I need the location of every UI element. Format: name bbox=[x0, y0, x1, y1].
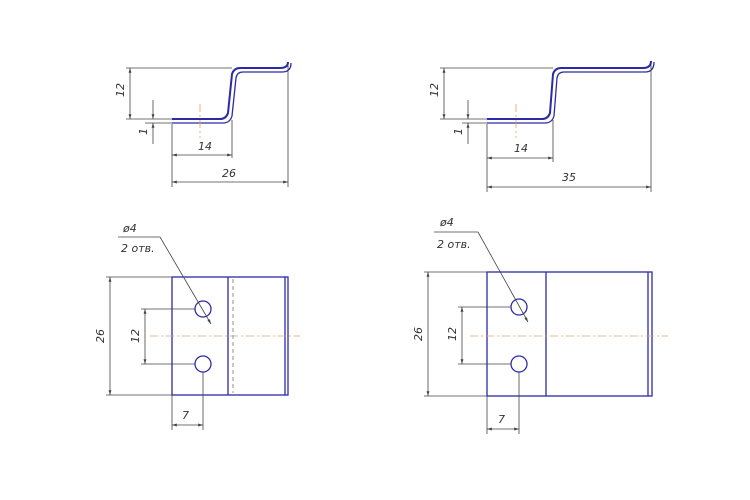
hole-callout-diameter: ø4 bbox=[439, 216, 454, 229]
hole-callout-quantity: 2 отв. bbox=[121, 242, 155, 255]
dim-thickness-label: 1 bbox=[452, 128, 465, 135]
dim-hole-spacing-label: 12 bbox=[446, 327, 459, 341]
dim-total-label: 26 bbox=[222, 167, 236, 180]
dim-thickness-label: 1 bbox=[137, 128, 150, 135]
hole-callout-diameter: ø4 bbox=[122, 222, 137, 235]
bracket-profile bbox=[172, 61, 289, 120]
hole-lower bbox=[194, 355, 212, 373]
bracket-profile-inner bbox=[487, 61, 655, 124]
leader-line bbox=[159, 236, 212, 325]
dim-height-label: 12 bbox=[428, 83, 441, 97]
drawing-2-plan-view: ø4 2 отв. 26 12 7 bbox=[412, 216, 668, 434]
drawing-1-side-view: 12 1 14 26 bbox=[114, 61, 292, 187]
bracket-profile bbox=[487, 60, 652, 120]
hole-upper bbox=[194, 300, 212, 318]
hole-callout-quantity: 2 отв. bbox=[437, 238, 471, 251]
dim-flat-label: 14 bbox=[198, 140, 212, 153]
drawing-2-side-view: 12 1 14 35 bbox=[428, 60, 655, 192]
dim-flat-label: 14 bbox=[514, 142, 528, 155]
dim-height-label: 26 bbox=[94, 329, 107, 343]
leader-line bbox=[477, 231, 529, 323]
dim-height-label: 12 bbox=[114, 83, 127, 97]
dim-height-label: 26 bbox=[412, 327, 425, 341]
dim-hole-offset-label: 7 bbox=[182, 409, 189, 422]
dim-total-label: 35 bbox=[562, 171, 576, 184]
dim-hole-offset-label: 7 bbox=[498, 413, 505, 426]
drawing-1-plan-view: ø4 2 отв. 26 12 7 bbox=[94, 222, 300, 430]
bracket-profile-inner bbox=[172, 62, 292, 124]
hole-upper bbox=[510, 298, 528, 316]
dim-hole-spacing-label: 12 bbox=[129, 329, 142, 343]
hole-lower bbox=[510, 355, 528, 373]
plate-outline bbox=[486, 271, 653, 397]
